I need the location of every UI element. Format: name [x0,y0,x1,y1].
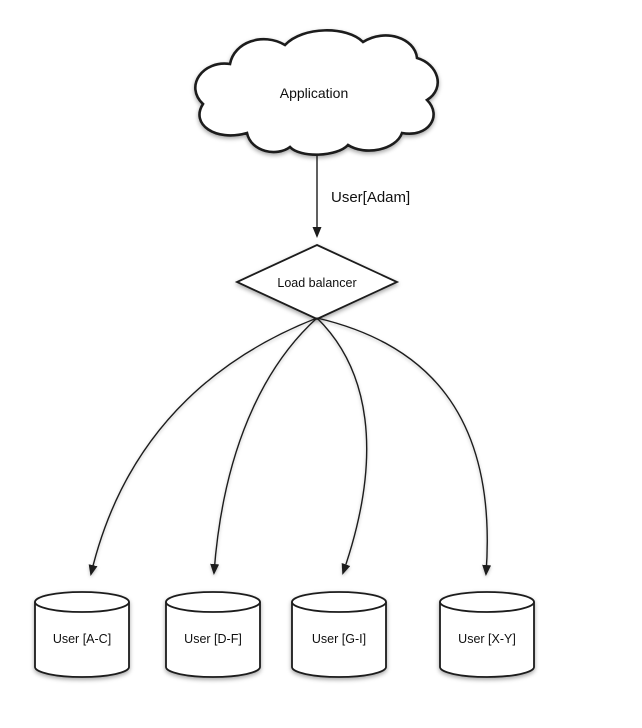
edge-app-to-lb-label: User[Adam] [331,189,410,206]
edge-lb-to-shard-4 [316,317,492,576]
node-shard-4: User [X-Y] [439,591,535,678]
edge-app-to-lb: User[Adam] [312,154,410,238]
cylinder-top [34,591,130,613]
cloud-icon [194,29,439,156]
shard-4-label: User [X-Y] [458,632,516,646]
database-cylinder-icon [291,602,387,678]
database-cylinder-icon [439,602,535,678]
node-application-cloud: Application [194,29,439,156]
application-label: Application [280,85,349,101]
node-shard-1: User [A-C] [34,591,130,678]
diamond-icon [234,244,400,320]
edge-lb-to-shard-2 [210,317,318,575]
database-cylinder-icon [34,602,130,678]
node-shard-2: User [D-F] [165,591,261,678]
cylinder-top [165,591,261,613]
node-shard-3: User [G-I] [291,591,387,678]
edges-lb-to-shards [88,317,492,576]
load-balancer-label: Load balancer [277,276,356,290]
node-load-balancer: Load balancer [234,244,400,320]
shard-3-label: User [G-I] [312,632,366,646]
cylinder-top [291,591,387,613]
shard-2-label: User [D-F] [184,632,242,646]
cylinder-top [439,591,535,613]
database-cylinder-icon [165,602,261,678]
shard-1-label: User [A-C] [53,632,111,646]
edge-lb-to-shard-3 [316,317,368,575]
edge-lb-to-shard-1 [88,317,318,576]
